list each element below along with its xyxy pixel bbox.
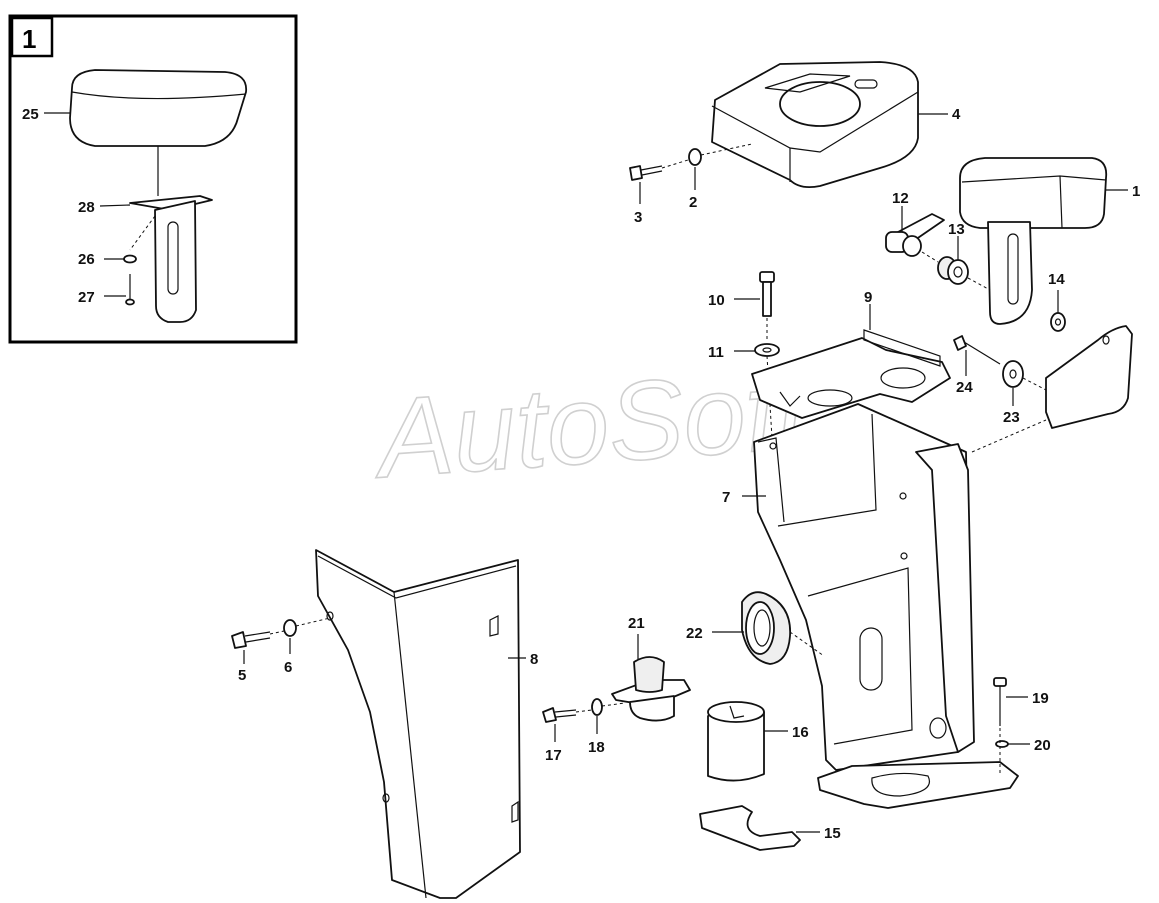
callout-18: 18 <box>588 739 605 756</box>
callout-12: 12 <box>892 190 909 207</box>
callout-27: 27 <box>78 289 95 306</box>
console-top-cover <box>711 61 919 189</box>
screw-24 <box>953 335 1001 365</box>
callout-28: 28 <box>78 199 95 216</box>
watermark: AutoSoft <box>368 346 815 501</box>
washer-23 <box>1002 360 1024 388</box>
screw-17 <box>542 707 577 723</box>
base-plate-15 <box>699 805 801 851</box>
callout-9: 9 <box>864 289 872 306</box>
bushing-13 <box>937 256 969 285</box>
inset-bolt-27 <box>125 274 135 306</box>
washer-20 <box>995 740 1009 748</box>
inset-washer-26 <box>123 254 137 264</box>
callout-26: 26 <box>78 251 95 268</box>
mounting-plate-9 <box>751 329 951 419</box>
console-housing-7 <box>753 403 975 771</box>
inset-number: 1 <box>22 24 36 54</box>
callout-25: 25 <box>22 106 39 123</box>
callout-14: 14 <box>1048 271 1065 288</box>
console-base <box>817 761 1019 809</box>
callout-3: 3 <box>634 209 642 226</box>
bolt-5 <box>231 631 271 649</box>
callout-5: 5 <box>238 667 246 684</box>
armrest <box>959 157 1108 325</box>
callout-4: 4 <box>952 106 961 123</box>
clamp-21 <box>611 656 691 722</box>
callout-8: 8 <box>530 651 538 668</box>
callout-2: 2 <box>689 194 697 211</box>
callout-20: 20 <box>1034 737 1051 754</box>
callout-21: 21 <box>628 615 645 632</box>
inset-box: 1 25 28 26 27 <box>8 14 298 344</box>
grommet-22 <box>741 591 791 665</box>
washer-6 <box>283 619 297 637</box>
side-bracket <box>1045 325 1133 429</box>
inset-headrest-bracket <box>129 195 213 323</box>
callout-23: 23 <box>1003 409 1020 426</box>
side-panel-8 <box>315 549 521 899</box>
bolt-10 <box>759 271 775 317</box>
callouts: 1 2 3 4 5 6 7 8 9 10 11 12 13 14 15 16 1 <box>238 106 1140 842</box>
inset-headrest-cushion <box>69 69 248 147</box>
callout-19: 19 <box>1032 690 1049 707</box>
hinge-bracket-12 <box>885 213 945 257</box>
callout-11: 11 <box>708 344 724 361</box>
screw-3 <box>629 165 663 181</box>
bolt-19 <box>993 677 1007 726</box>
sleeve-16 <box>707 701 765 782</box>
callout-13: 13 <box>948 221 965 238</box>
callout-22: 22 <box>686 625 703 642</box>
washer-14 <box>1050 312 1066 332</box>
washer-2 <box>688 148 702 166</box>
callout-6: 6 <box>284 659 292 676</box>
washer-11 <box>754 343 780 357</box>
callout-24: 24 <box>956 379 973 396</box>
callout-15: 15 <box>824 825 841 842</box>
callout-17: 17 <box>545 747 562 764</box>
callout-7: 7 <box>722 489 730 506</box>
washer-18 <box>591 698 603 716</box>
callout-1: 1 <box>1132 183 1140 200</box>
callout-16: 16 <box>792 724 809 741</box>
callout-10: 10 <box>708 292 725 309</box>
